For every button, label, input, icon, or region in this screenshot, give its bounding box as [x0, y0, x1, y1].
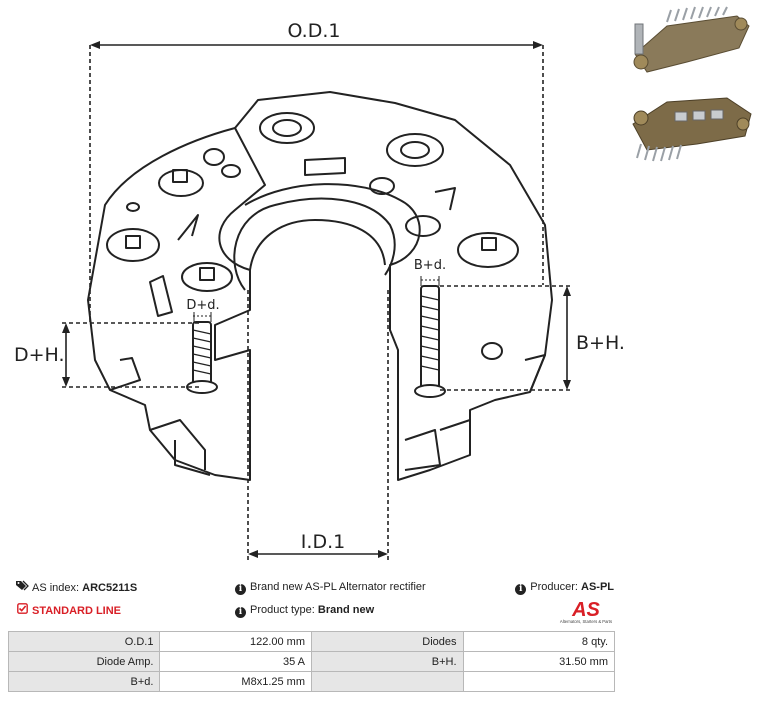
spec-value-cell: 31.50 mm [462, 651, 615, 672]
spec-label-cell: B+H. [311, 651, 464, 672]
checkbox-icon [15, 603, 29, 618]
producer-label: Producer: [530, 581, 578, 593]
info-icon: i [235, 584, 246, 595]
info-icon: i [235, 607, 246, 618]
as-index: AS index: ARC5211S [15, 580, 137, 595]
spec-label-cell: O.D.1 [7, 631, 161, 652]
product-type-value: Brand new [317, 604, 375, 616]
svg-text:AS: AS [571, 599, 600, 621]
technical-drawing: O.D.1 I.D.1 D+H. B+H. D+d. B+d. [14, 20, 625, 560]
as-index-value: ARC5211S [82, 582, 138, 594]
product-type: i Product type: Brand new [235, 603, 374, 618]
standard-line-label: STANDARD LINE [32, 605, 122, 617]
spec-label-cell [311, 671, 464, 692]
bh-label: B+H. [576, 332, 625, 354]
as-index-label: AS index: [32, 582, 80, 594]
od1-label: O.D.1 [288, 20, 341, 42]
producer-value: AS-PL [581, 581, 614, 593]
product-type-label: Product type: [250, 604, 315, 616]
standard-line: STANDARD LINE [15, 603, 121, 618]
spec-label-cell: B+d. [7, 671, 161, 692]
description-text: Brand new AS-PL Alternator rectifier [250, 581, 426, 593]
bd-label: B+d. [414, 258, 446, 273]
table-row: B+d.M8x1.25 mm [7, 671, 615, 692]
spec-value-cell [462, 671, 615, 692]
dh-label: D+H. [14, 344, 65, 366]
center-channel [233, 197, 396, 291]
spec-label-cell: Diodes [311, 631, 464, 652]
tags-icon [15, 580, 29, 595]
info-icon: i [515, 584, 527, 595]
spec-value-cell: M8x1.25 mm [159, 671, 312, 692]
rectifier-outline [87, 127, 266, 481]
svg-text:Alternators, Starters & Parts: Alternators, Starters & Parts [560, 619, 612, 624]
spec-value-cell: 35 A [159, 651, 312, 672]
as-pl-logo: AS Alternators, Starters & Parts [560, 599, 612, 624]
spec-value-cell: 122.00 mm [159, 631, 312, 652]
spec-value-cell: 8 qty. [462, 631, 615, 652]
product-description: i Brand new AS-PL Alternator rectifier [235, 580, 426, 595]
spec-label-cell: Diode Amp. [7, 651, 161, 672]
product-photo-top [633, 6, 750, 73]
dd-label: D+d. [186, 298, 219, 313]
id1-label: I.D.1 [301, 531, 345, 553]
product-photo-bottom [632, 97, 752, 162]
